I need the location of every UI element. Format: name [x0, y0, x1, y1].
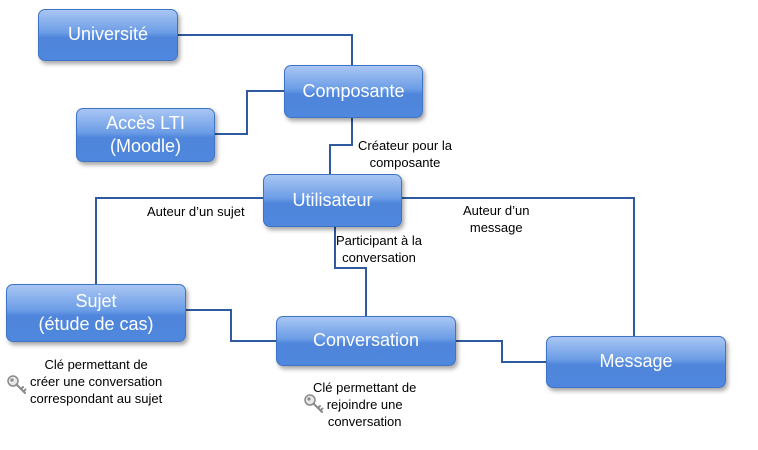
node-sujet-label-2: (étude de cas): [38, 314, 154, 334]
node-message[interactable]: Message: [546, 336, 726, 388]
note-cle-conversation-2: rejoindre une: [326, 396, 403, 412]
node-sujet[interactable]: Sujet (étude de cas): [6, 284, 186, 342]
edge-label-createur-1: Créateur pour la: [358, 138, 452, 153]
note-cle-sujet: Clé permettant de créer une conversation…: [30, 357, 162, 408]
node-sujet-label-1: Sujet: [75, 290, 117, 311]
edge-label-createur-2: composante: [369, 154, 441, 170]
connector-utilisateur-conversation: [334, 227, 367, 316]
node-utilisateur-label: Utilisateur: [292, 189, 373, 210]
note-cle-conversation: Clé permettant de rejoindre une conversa…: [313, 380, 416, 431]
node-universite-label: Université: [67, 24, 149, 45]
connector-acces-composante: [215, 90, 284, 135]
connector-universite-composante: [178, 34, 353, 65]
edge-label-auteur-message: Auteur d’un message: [463, 203, 530, 237]
edge-label-participant: Participant à la conversation: [336, 233, 422, 267]
node-acces-lti-label-1: Accès LTI: [106, 112, 185, 133]
edge-label-auteur-sujet-1: Auteur d’un sujet: [147, 204, 245, 219]
note-cle-sujet-3: correspondant au sujet: [30, 390, 163, 406]
connector-sujet-conversation: [186, 309, 276, 342]
node-utilisateur[interactable]: Utilisateur: [263, 174, 402, 227]
node-composante-label: Composante: [302, 80, 405, 101]
node-message-label: Message: [599, 351, 673, 372]
edge-label-participant-2: conversation: [342, 249, 416, 265]
connector-utilisateur-sujet: [95, 197, 263, 284]
note-cle-conversation-1: Clé permettant de: [313, 380, 417, 395]
note-cle-conversation-3: conversation: [327, 413, 402, 429]
connector-composante-utilisateur: [329, 118, 353, 174]
edge-label-auteur-message-2: message: [469, 219, 523, 235]
connector-conversation-message: [456, 340, 546, 363]
edge-label-auteur-message-1: Auteur d’un: [463, 203, 530, 218]
edge-label-participant-1: Participant à la: [336, 233, 422, 248]
edge-label-createur: Créateur pour la composante: [358, 138, 452, 172]
edge-label-auteur-sujet: Auteur d’un sujet: [147, 204, 245, 221]
node-conversation-label: Conversation: [312, 330, 420, 351]
node-conversation[interactable]: Conversation: [276, 316, 456, 366]
node-acces-lti[interactable]: Accès LTI (Moodle): [76, 108, 215, 162]
connector-utilisateur-message: [402, 197, 635, 336]
note-cle-sujet-2: créer une conversation: [30, 373, 163, 389]
node-composante[interactable]: Composante: [284, 65, 423, 118]
key-icon: [304, 394, 324, 413]
note-cle-sujet-1: Clé permettant de: [44, 357, 148, 372]
key-icon: [7, 375, 27, 394]
node-acces-lti-label-2: (Moodle): [109, 136, 182, 156]
node-universite[interactable]: Université: [38, 9, 178, 61]
